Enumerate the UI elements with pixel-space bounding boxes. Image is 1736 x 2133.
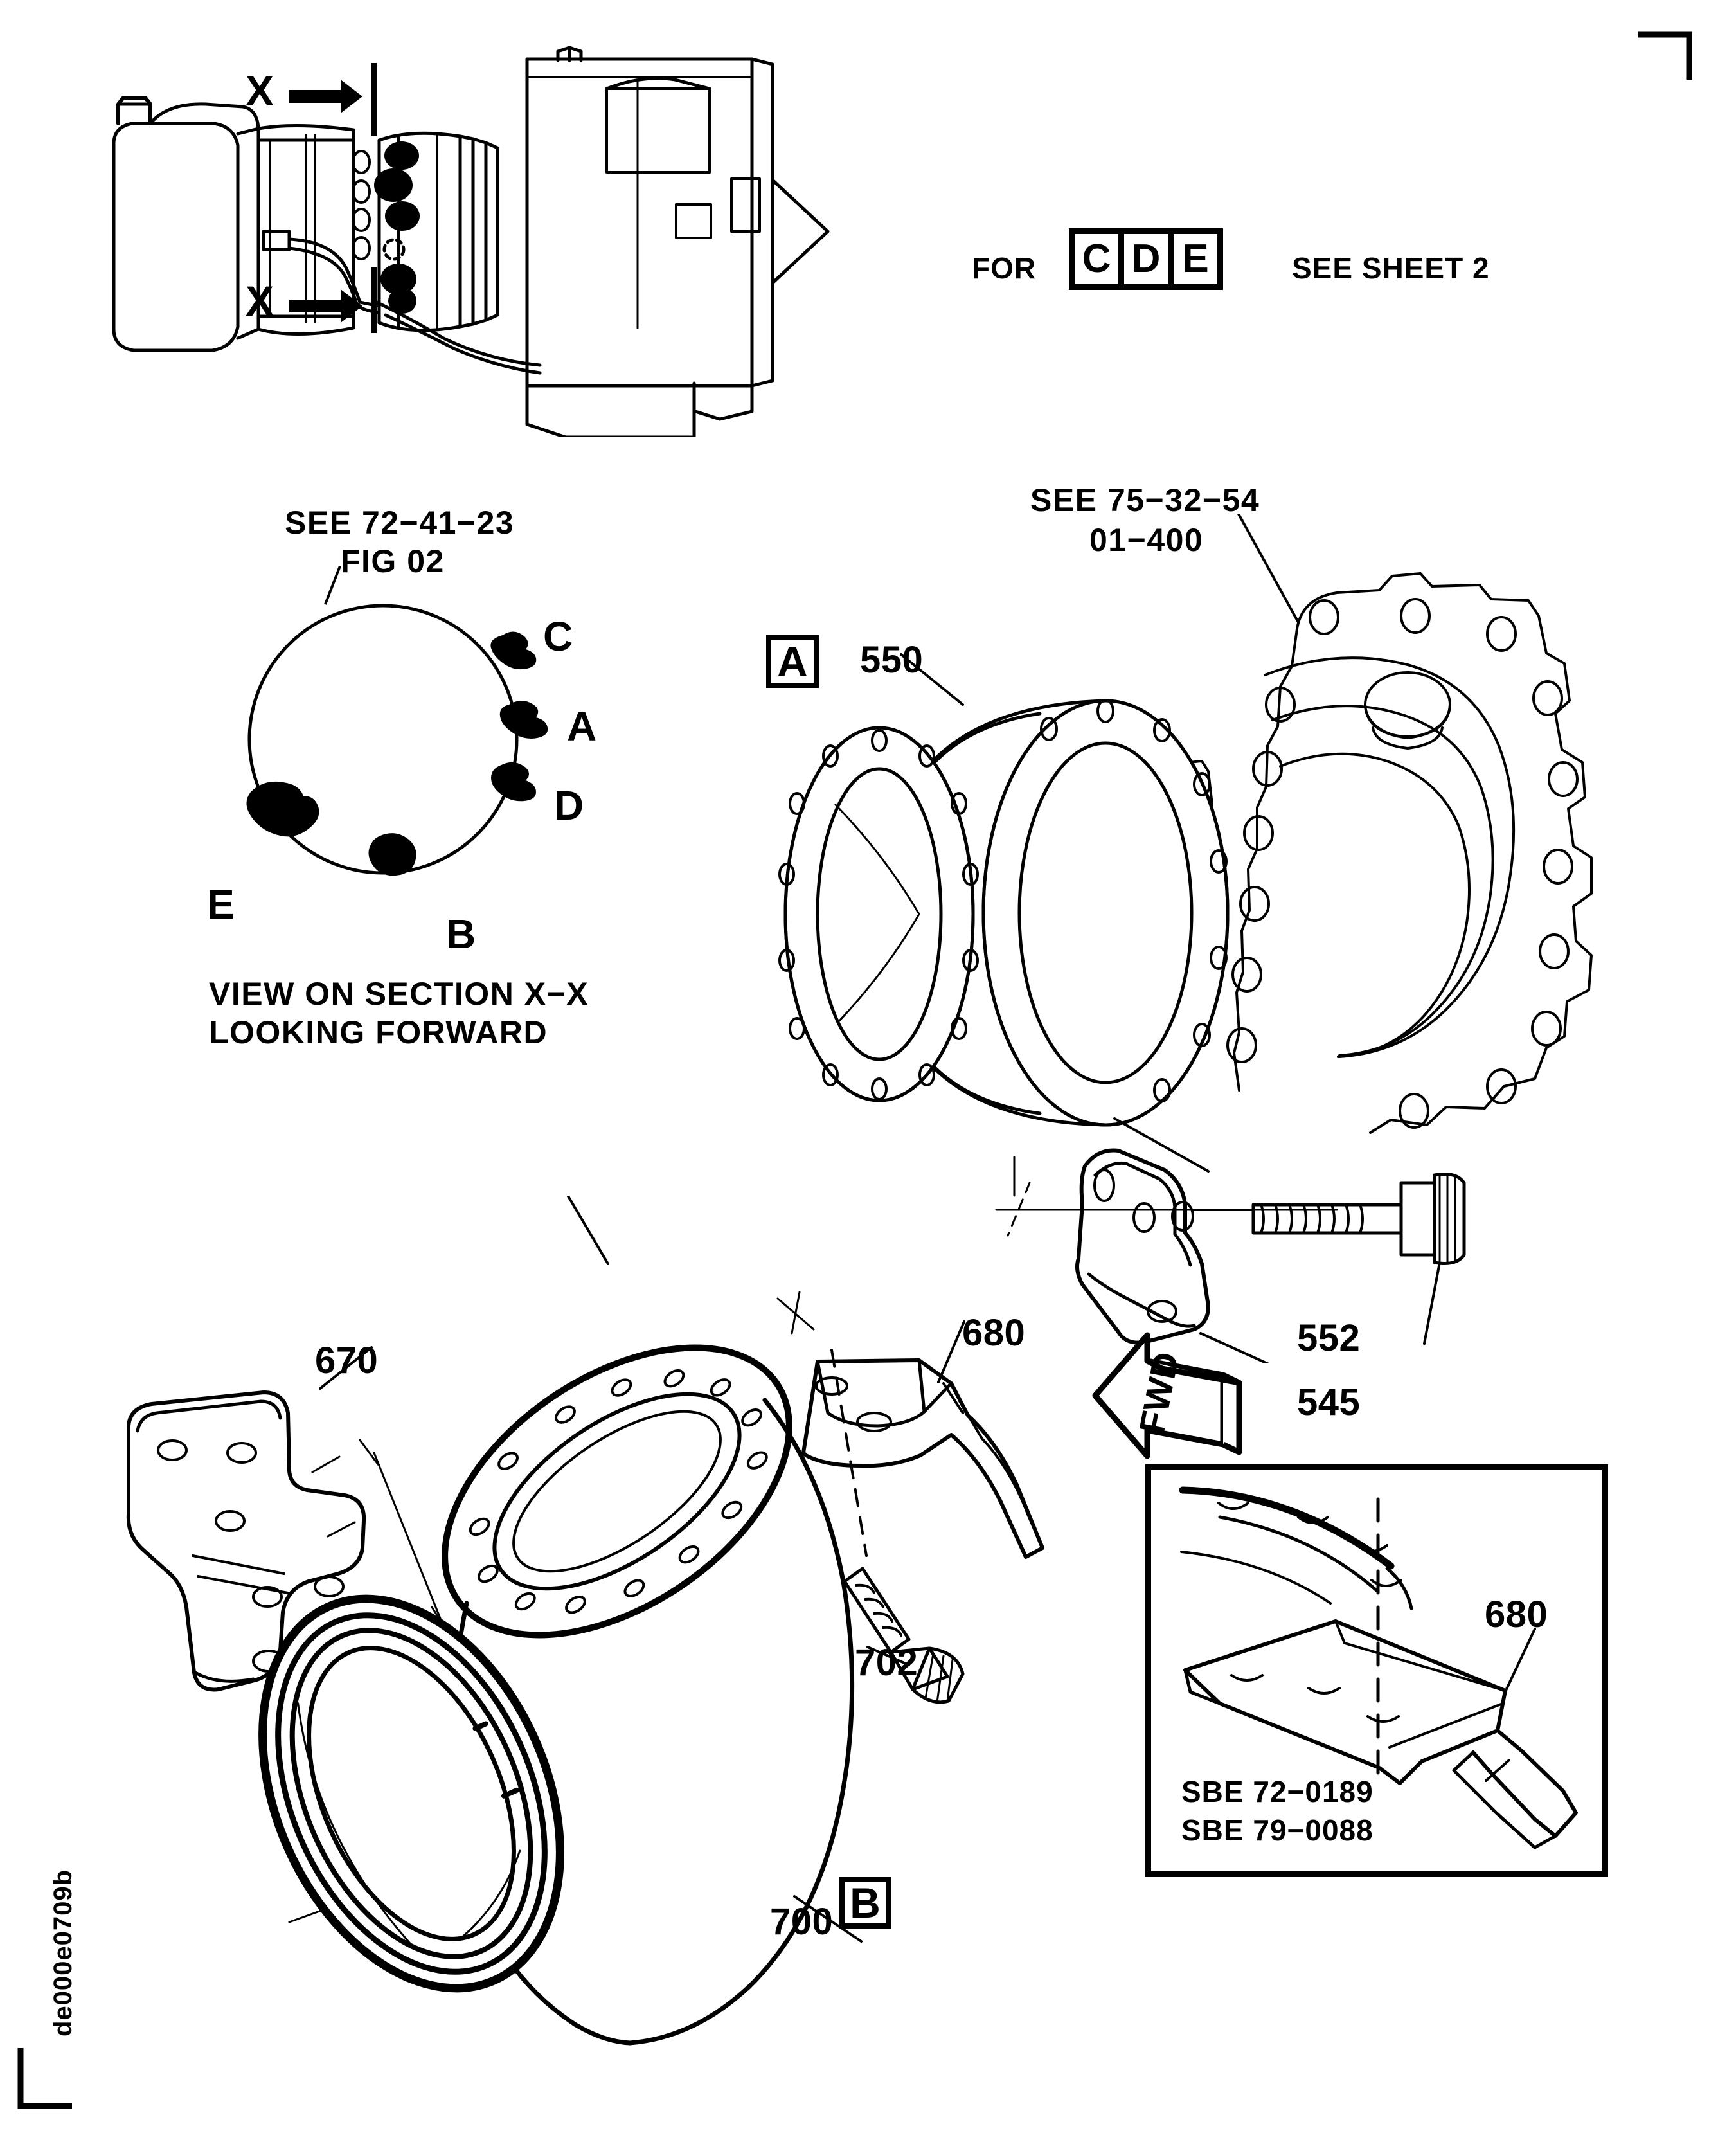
zone-flag-e: E [1182, 237, 1209, 281]
zone-flag-a: A [766, 635, 819, 688]
item-label-702: 702 [855, 1642, 918, 1684]
figure-id-text: de000e0709b [49, 1869, 77, 2037]
section-view-reference-line1: SEE 72−41−23 [285, 505, 515, 541]
detail-a-reference-line2: 01−400 [1089, 522, 1204, 558]
engine-elevation-drawing [112, 46, 830, 437]
detail-a-reference-line1: SEE 75−32−54 [1030, 482, 1260, 518]
section-letter-a: A [567, 703, 597, 750]
section-view-caption-line1: VIEW ON SECTION X−X [209, 976, 589, 1012]
section-view-reference-line2: FIG 02 [341, 543, 445, 579]
section-letter-b: B [446, 911, 476, 957]
sheet-note-prefix: FOR [972, 251, 1037, 285]
item-label-550: 550 [860, 639, 924, 681]
fwd-arrow-icon: FWD [1092, 1332, 1242, 1459]
section-letter-e: E [207, 881, 235, 928]
inset-sbe-line1: SBE 72−0189 [1181, 1775, 1374, 1808]
section-mark-top-label: X [246, 67, 274, 114]
section-letter-d: D [554, 782, 584, 829]
inset-item-label-680: 680 [1485, 1594, 1548, 1635]
item-label-680: 680 [962, 1312, 1026, 1354]
item-label-670: 670 [315, 1340, 379, 1382]
section-mark-bottom-label: X [246, 277, 274, 325]
zone-flag-b: B [839, 1877, 891, 1929]
zone-flag-c: C [1075, 234, 1124, 284]
sheet-note-suffix: SEE SHEET 2 [1292, 251, 1490, 285]
detail-a-drawing [778, 514, 1593, 1363]
inset-detail-drawing [1179, 1486, 1578, 1850]
item-label-545: 545 [1297, 1382, 1361, 1423]
zone-flag-d: D [1124, 234, 1174, 284]
corner-mark-bottom-left [17, 2048, 72, 2109]
inset-sbe-line2: SBE 79−0088 [1181, 1814, 1374, 1847]
section-view-caption-line2: LOOKING FORWARD [209, 1014, 548, 1050]
inset-detail-frame [1145, 1464, 1608, 1877]
item-label-552: 552 [1297, 1317, 1361, 1359]
section-xx-circle-diagram [246, 566, 548, 876]
section-letter-c: C [543, 613, 573, 660]
corner-mark-top-right [1638, 32, 1692, 80]
zone-flag-group-cde: C D E [1069, 228, 1223, 290]
detail-b-drawing [126, 1196, 1044, 2046]
item-label-700: 700 [770, 1901, 834, 1943]
